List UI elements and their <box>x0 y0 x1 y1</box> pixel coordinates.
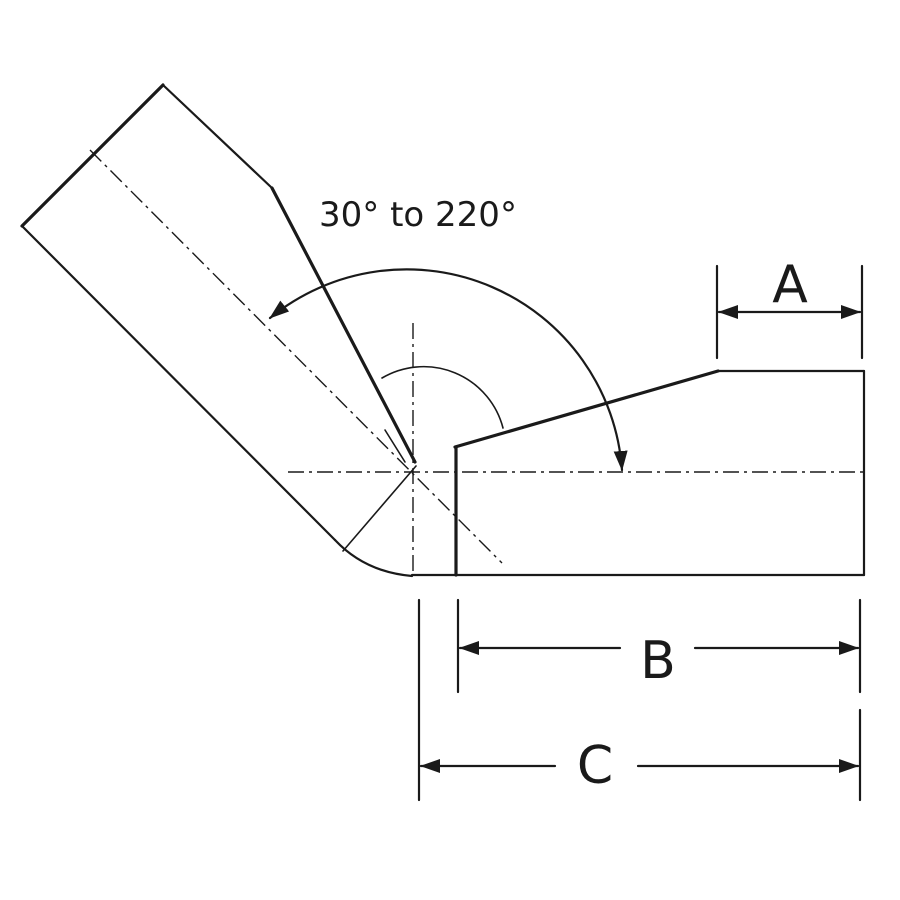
angle-range-label: 30° to 220° <box>319 195 517 235</box>
dimension-b: B <box>456 598 862 694</box>
angle-arc <box>268 268 628 472</box>
angled-tube-segment <box>20 83 417 578</box>
straight-tube-segment <box>410 369 866 577</box>
dimension-c: C <box>417 598 862 802</box>
dimension-b-label: B <box>640 631 676 691</box>
dimension-a-label: A <box>772 255 808 315</box>
bend-angle-indicator: 30° to 220° <box>268 195 628 472</box>
dimension-c-label: C <box>577 736 613 796</box>
dimension-a: A <box>715 255 864 360</box>
bend-construction <box>342 365 504 552</box>
